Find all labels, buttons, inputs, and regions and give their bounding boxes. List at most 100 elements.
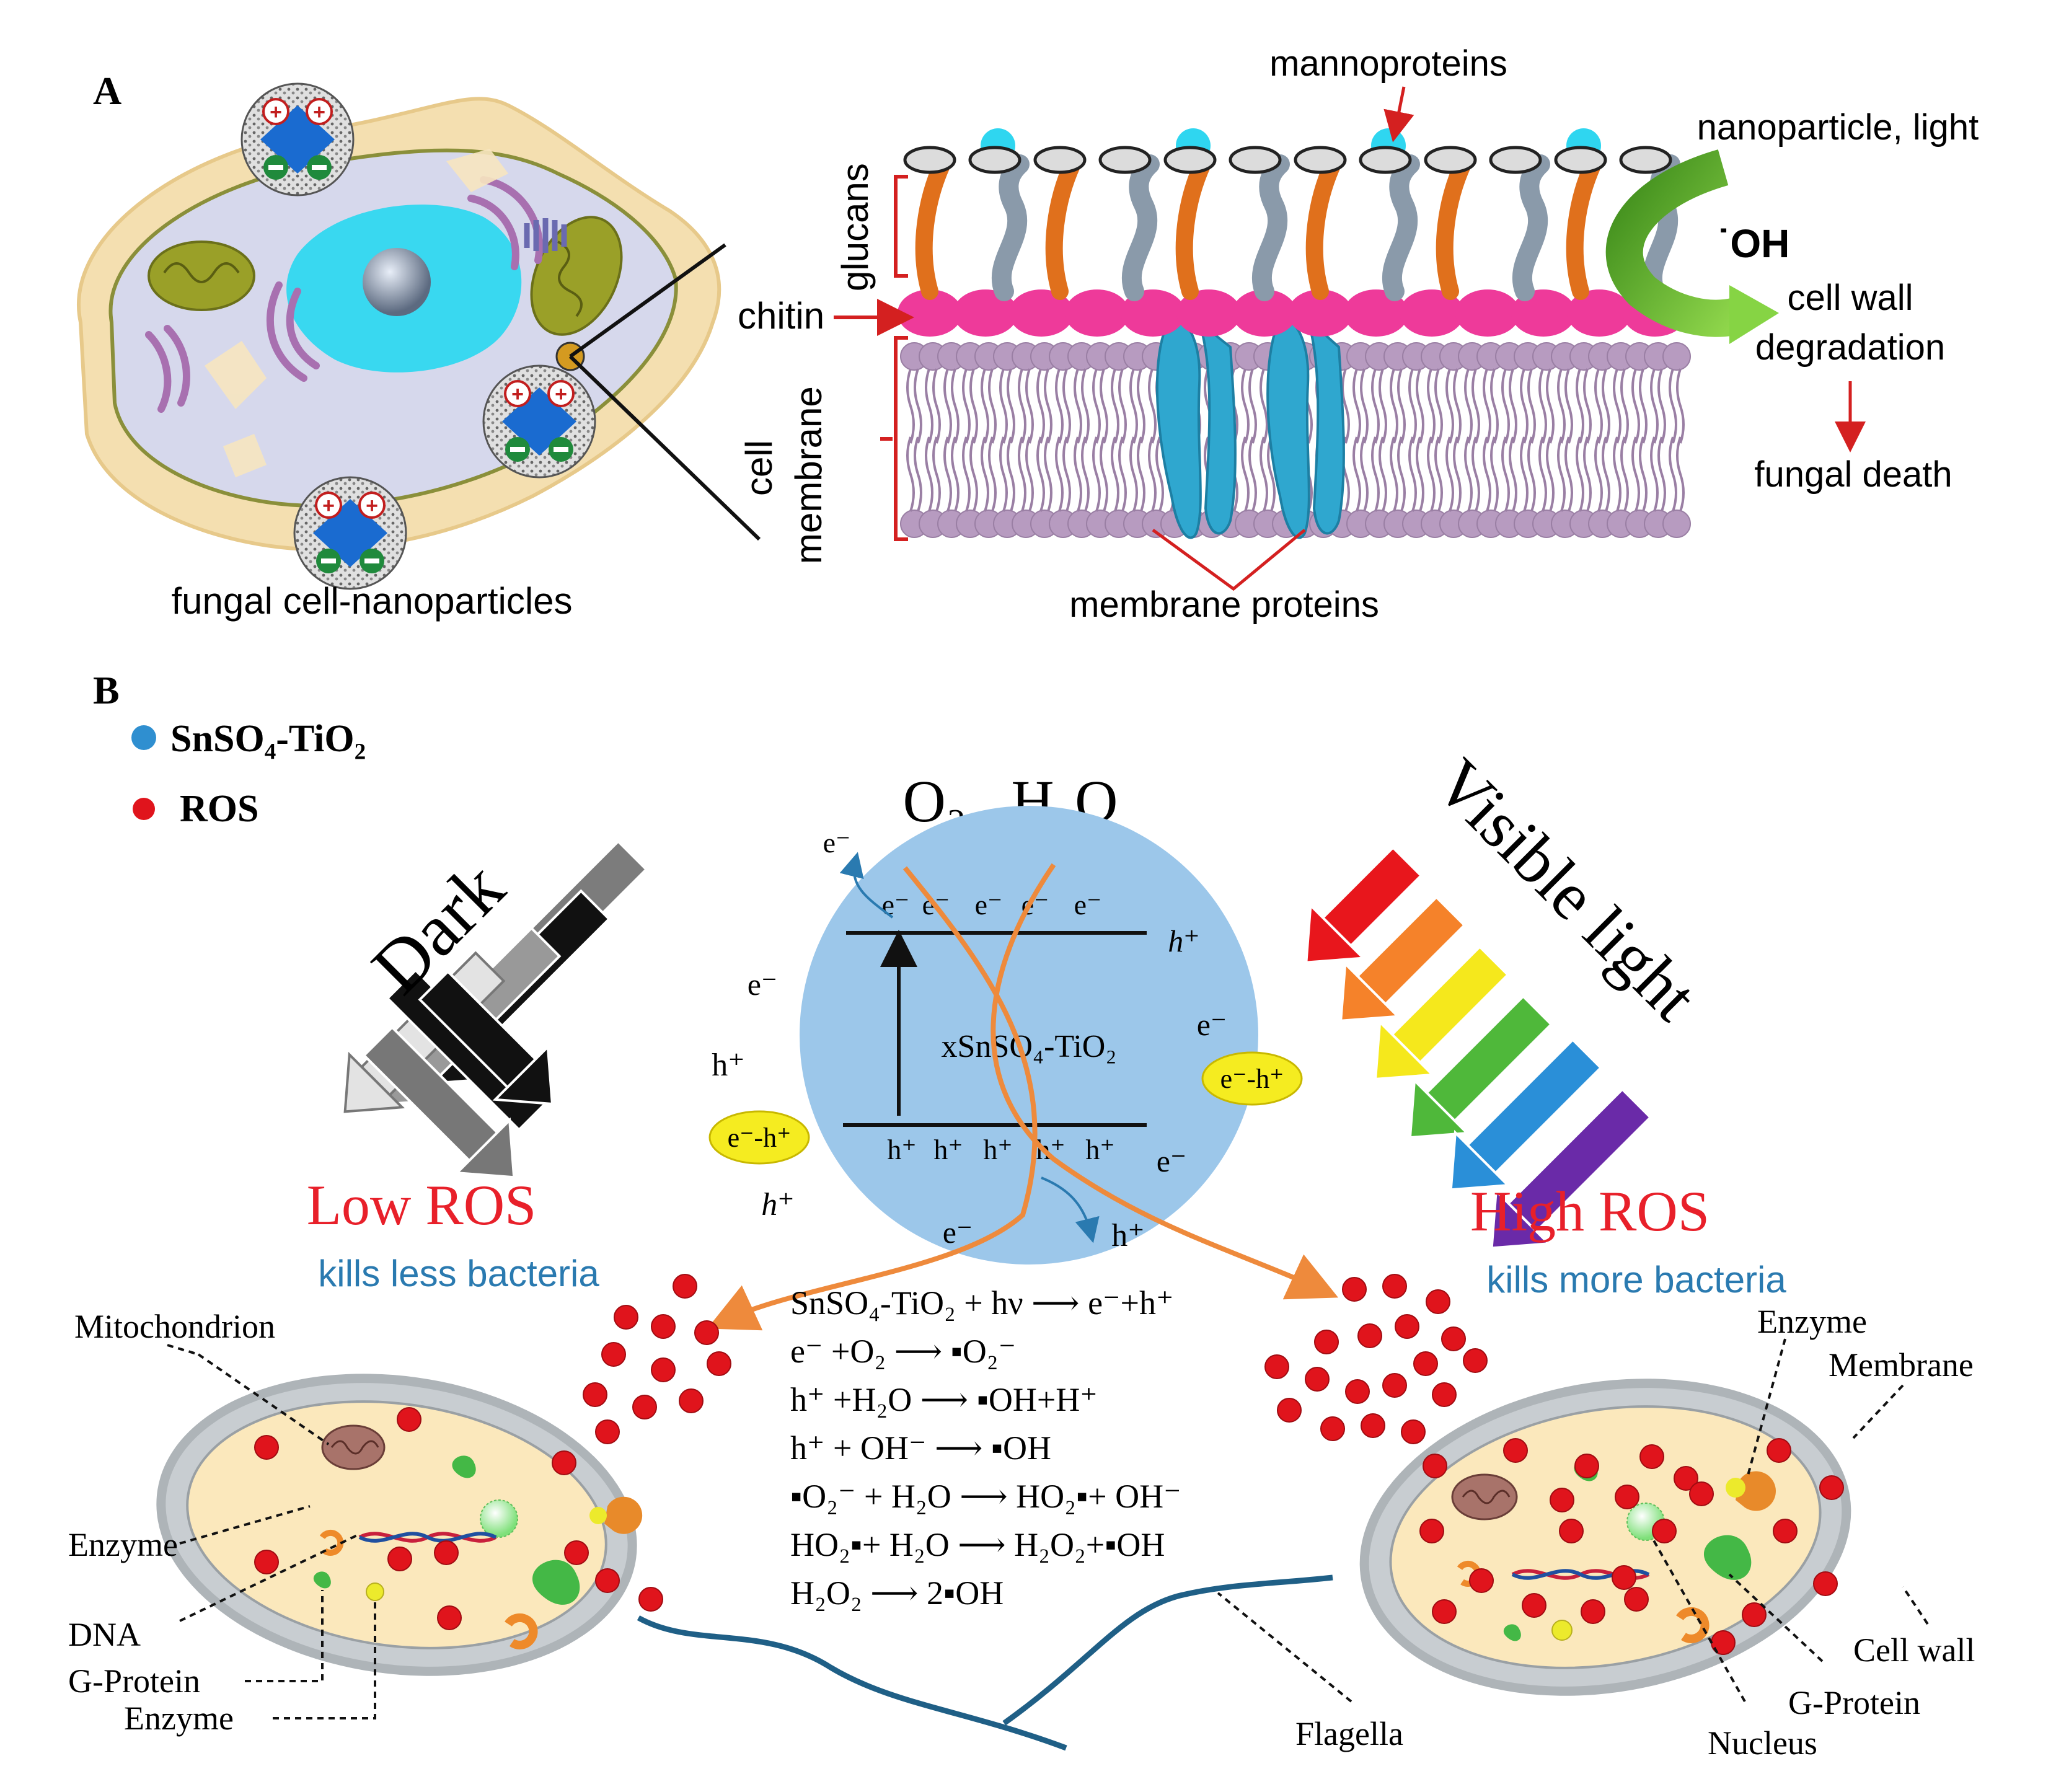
reaction-line: SnSO₄-TiO₂ + hν ⟶ e⁻+h⁺: [790, 1284, 1174, 1322]
ros-dot: [397, 1407, 421, 1432]
glucan-fiber: [1045, 156, 1081, 300]
ros-dot: [1382, 1274, 1407, 1299]
ros-dot: [1612, 1565, 1636, 1590]
free-hole: h⁺: [1111, 1218, 1144, 1253]
free-hole: h⁺: [712, 1048, 744, 1083]
svg-text:+: +: [555, 382, 567, 406]
enzyme-icon: [604, 1496, 643, 1534]
reaction-line: e⁻ +O₂ ⟶ ▪O₂⁻: [790, 1333, 1016, 1370]
enzyme-icon: [1736, 1471, 1776, 1511]
cap-disk: [1554, 146, 1607, 174]
label-dna: DNA: [68, 1616, 141, 1653]
nucleus-icon: [480, 1499, 518, 1538]
ros-dot: [707, 1351, 731, 1376]
nanoparticle-light-label: nanoparticle, light: [1697, 107, 1979, 148]
ros-dot: [1345, 1379, 1370, 1404]
chitin-unit: [1176, 289, 1241, 337]
dark-arrows: [343, 839, 648, 1179]
mitochondrion-icon: [1451, 1473, 1518, 1521]
chitin-unit: [1567, 289, 1631, 337]
ros-dot: [1342, 1277, 1367, 1302]
free-hole: h⁺: [761, 1187, 794, 1222]
zoom-line-top: [569, 243, 726, 358]
ros-dot: [601, 1342, 626, 1367]
ros-dot: [1773, 1519, 1798, 1543]
cell-membrane-label-2: membrane: [788, 386, 829, 564]
label-flagella: Flagella: [1295, 1715, 1403, 1752]
glucans-bracket: [894, 175, 908, 278]
chitin-unit: [953, 289, 1018, 337]
free-electron: e⁻: [748, 967, 778, 1002]
ros-dot: [679, 1388, 704, 1413]
left-bacterium-labels: Mitochondrion Enzyme DNA G-Protein Enzym…: [68, 1308, 376, 1737]
ros-dot: [1314, 1330, 1339, 1354]
ros-dot: [638, 1587, 663, 1612]
ros-dot: [1819, 1475, 1844, 1500]
ros-dot: [552, 1450, 576, 1475]
visible-light-arrows: [1305, 845, 1652, 1250]
nanoparticle-icon-3: + +: [293, 476, 407, 590]
ros-dot: [1441, 1326, 1466, 1351]
cap-disk: [1424, 146, 1477, 174]
membrane-zoom: [898, 128, 1691, 539]
cap-disk: [1619, 146, 1672, 174]
glucans-label: glucans: [834, 163, 876, 291]
cap-disk: [968, 146, 1021, 174]
chitin-label: chitin: [738, 295, 824, 337]
reaction-list: SnSO₄-TiO₂ + hν ⟶ e⁻+h⁺ e⁻ +O₂ ⟶ ▪O₂⁻ h⁺…: [790, 1284, 1181, 1612]
zoom-line-bottom: [568, 355, 761, 541]
band-hole: h⁺: [1085, 1134, 1114, 1165]
ros-dot: [595, 1419, 620, 1444]
particle-label: xSnSO₄-TiO₂: [942, 1029, 1117, 1064]
orange-path-left: [707, 866, 1038, 1331]
ros-dot: [1522, 1593, 1546, 1618]
ros-dot: [1432, 1382, 1457, 1407]
ros-dot: [1767, 1438, 1791, 1463]
glucan-fiber: [1436, 156, 1471, 300]
ros-dot: [1413, 1351, 1438, 1376]
degradation-label: degradation: [1755, 327, 1945, 368]
ros-dot: [1432, 1599, 1457, 1624]
flagellum-left: [637, 1615, 1067, 1751]
free-electron: e⁻: [1197, 1007, 1227, 1042]
fungal-death-label: fungal death: [1754, 454, 1952, 495]
ros-dot: [254, 1550, 279, 1574]
ros-dot: [1426, 1289, 1450, 1314]
chitin-unit: [1400, 289, 1464, 337]
ros-dot: [1401, 1419, 1426, 1444]
label-g-protein: G-Protein: [68, 1662, 200, 1700]
reaction-line: HO₂▪+ H₂O ⟶ H₂O₂+▪OH: [790, 1526, 1165, 1563]
label-membrane: Membrane: [1829, 1346, 1974, 1384]
label-enzyme-1: Enzyme: [68, 1526, 178, 1563]
cap-disk: [1229, 146, 1282, 174]
chitin-unit: [1065, 289, 1129, 337]
ros-dot: [1361, 1413, 1385, 1438]
mannoprotein-chain: [1382, 154, 1420, 301]
ros-dot: [1382, 1373, 1407, 1398]
ros-dot: [651, 1314, 676, 1339]
chitin-unit: [1344, 289, 1408, 337]
ros-dot: [673, 1274, 697, 1299]
panel-b-label: B: [93, 668, 120, 712]
ros-dot: [1550, 1488, 1574, 1512]
ros-dot: [595, 1568, 620, 1593]
ros-dot: [1469, 1568, 1494, 1593]
band-electrons: e⁻ e⁻ e⁻ e⁻ e⁻: [882, 889, 1102, 920]
reaction-line: ▪O₂⁻ + H₂O ⟶ HO₂▪+ OH⁻: [790, 1478, 1181, 1515]
chitin-unit: [1455, 289, 1520, 337]
ros-dot: [387, 1547, 412, 1571]
mitochondrion-icon: [321, 1424, 386, 1470]
label-nucleus: Nucleus: [1708, 1724, 1817, 1762]
pair-label: e⁻-h⁺: [1220, 1064, 1284, 1094]
cap-disk: [1098, 146, 1152, 174]
cap-disk: [1294, 146, 1347, 174]
mannoprotein-chain: [991, 154, 1030, 301]
svg-text:+: +: [322, 494, 335, 518]
nanoparticle-icon-1: + +: [240, 82, 355, 196]
mannoprotein-chain: [1121, 154, 1160, 301]
pair-bubble-left: e⁻-h⁺: [708, 1110, 810, 1165]
svg-text:+: +: [270, 100, 282, 124]
pair-bubble-right: e⁻-h⁺: [1201, 1051, 1303, 1106]
low-ros-label: Low ROS: [307, 1173, 537, 1237]
fungal-cell-caption: fungal cell-nanoparticles: [171, 580, 572, 622]
